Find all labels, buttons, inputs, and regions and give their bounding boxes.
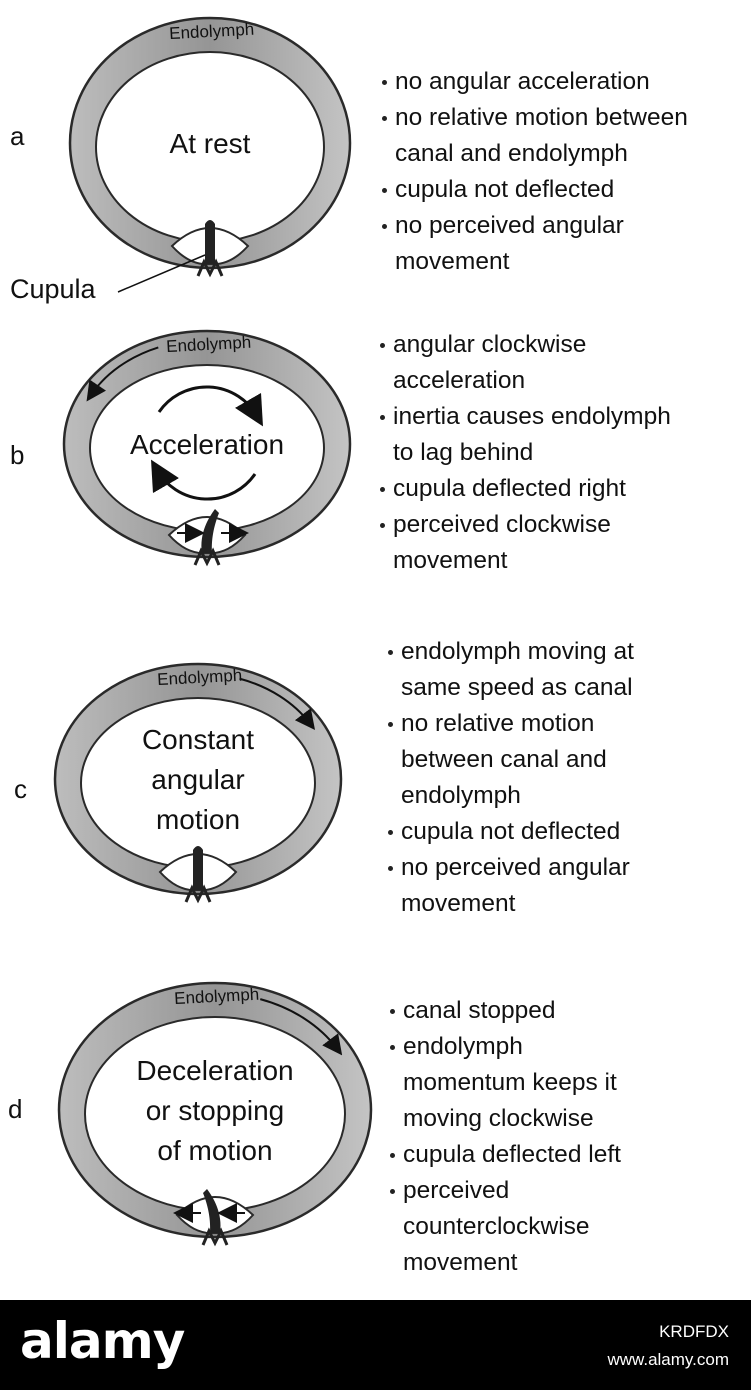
bullet-line: canal and endolymph [395,140,628,167]
bullet-item: no relative motion between canal and endol… [386,706,634,814]
watermark-footer: alamy KRDFDX www.alamy.com [0,1300,751,1390]
bullet-item: cupula not deflected [386,814,634,850]
center-text: motion [156,804,240,835]
rotation-arrow [157,385,263,427]
alamy-logo: alamy [20,1312,185,1370]
bullet-item: perceived counterclockwise movement [388,1173,621,1281]
bullet-item: angular clockwise acceleration [378,327,671,399]
bullet-line: no perceived angular [395,212,624,239]
cupula [201,509,219,553]
cupula [203,1189,221,1233]
bullet-line: no angular acceleration [395,68,650,95]
bullet-item: perceived clockwise movement [378,507,671,579]
endolymph-label: Endolymph [169,20,255,43]
bullet-item: no relative motion between canal and endo… [380,100,688,172]
bullet-line: endolymph [401,782,521,809]
bullet-line: to lag behind [393,439,534,466]
bullet-item: no perceived angular movement [386,850,634,922]
canal-panel-a: Endolymph At rest [68,16,352,278]
panel-b-bullets: angular clockwise acceleration inertia cau… [378,327,671,579]
bullet-item: cupula deflected left [388,1137,621,1173]
cupula [205,220,215,264]
bullet-line: endolymph moving at [401,638,634,665]
bullet-line: moving clockwise [403,1105,594,1132]
bullet-line: no relative motion [401,710,595,737]
panel-d-bullets: canal stopped endolymph momentum keeps it m… [388,993,621,1281]
endolymph-label: Endolymph [166,333,252,356]
center-text: angular [151,764,244,795]
panel-letter-c: c [14,774,27,804]
bullet-line: perceived [403,1177,510,1204]
panel-c-bullets: endolymph moving at same speed as canal no… [386,634,634,922]
bullet-line: counterclockwise [403,1213,590,1240]
bullet-item: endolymph moving at same speed as canal [386,634,634,706]
bullet-line: momentum keeps it [403,1069,617,1096]
bullet-line: same speed as canal [401,674,633,701]
bullet-line: between canal and [401,746,607,773]
endolymph-flow-arrow [259,998,343,1056]
bullet-line: movement [395,248,510,275]
endolymph-label: Endolymph [174,985,260,1008]
center-text: Deceleration [136,1055,293,1086]
bullet-line: cupula not deflected [395,176,615,203]
bullet-line: cupula deflected left [403,1141,621,1168]
panel-letter-a: a [10,121,25,151]
bullet-line: cupula not deflected [401,818,621,845]
center-text: or stopping [146,1095,285,1126]
bullet-line: angular clockwise [393,331,587,358]
cupula-label: Cupula [10,274,96,304]
bullet-line: canal stopped [403,997,556,1024]
bullet-item: endolymph momentum keeps it moving clockwi… [388,1029,621,1137]
center-text: Constant [142,724,254,755]
bullet-line: movement [403,1249,518,1276]
bullet-line: no perceived angular [401,854,630,881]
bullet-item: no angular acceleration [380,64,688,100]
panel-letter-d: d [8,1094,23,1124]
panel-letter-b: b [10,440,25,470]
image-code: KRDFDX [659,1322,729,1341]
center-text: of motion [157,1135,272,1166]
endolymph-label: Endolymph [157,666,243,689]
bullet-line: endolymph [403,1033,523,1060]
cupula-pointer [117,254,206,293]
cupula [193,846,203,890]
bullet-item: canal stopped [388,993,621,1029]
panel-a-bullets: no angular acceleration no relative motio… [380,64,688,280]
endolymph-flow-arrow [239,677,316,731]
bullet-item: inertia causes endolymph to lag behind [378,399,671,471]
bullet-line: movement [401,890,516,917]
bullet-item: no perceived angular movement [380,208,688,280]
ampulla [173,1189,255,1247]
endolymph-flow-arrow [86,346,159,402]
center-text: Acceleration [130,429,284,460]
ampulla [167,509,249,567]
bullet-line: no relative motion between [395,104,688,131]
center-text: At rest [170,128,251,159]
bullet-line: inertia causes endolymph [393,403,671,430]
bullet-line: movement [393,547,508,574]
bullet-line: perceived clockwise [393,511,611,538]
ampulla [158,846,238,904]
bullet-item: cupula deflected right [378,471,671,507]
bullet-item: cupula not deflected [380,172,688,208]
bullet-line: cupula deflected right [393,475,626,502]
site-url: www.alamy.com [607,1350,729,1369]
rotation-arrow [151,459,257,501]
bullet-line: acceleration [393,367,526,394]
